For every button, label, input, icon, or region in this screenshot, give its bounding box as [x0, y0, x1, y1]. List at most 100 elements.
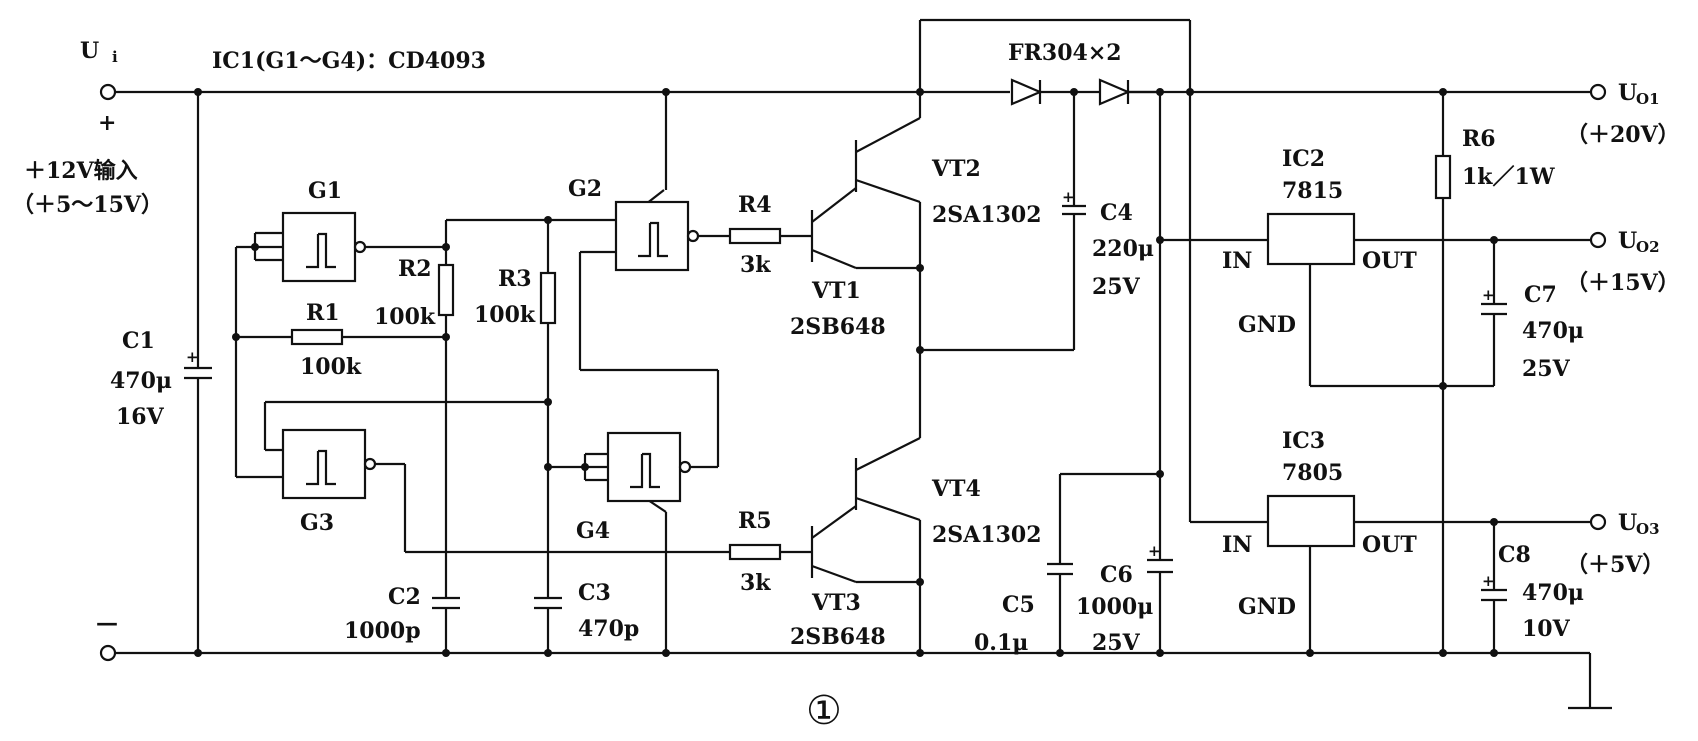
ic3-in: IN — [1222, 532, 1252, 558]
vt1-name: VT1 — [811, 278, 861, 304]
capacitor-c7: + C7 470μ 25V — [1481, 236, 1584, 386]
ic1-note: IC1(G1～G4)：CD4093 — [212, 48, 486, 74]
ic2-gnd: GND — [1238, 312, 1296, 338]
regulator-ic2: IC2 7815 IN OUT GND — [1160, 146, 1590, 388]
svg-text:+: + — [1482, 572, 1495, 590]
ic2-name: IC2 — [1282, 146, 1325, 172]
output-uo3: U O3 （＋5V） — [1566, 510, 1664, 578]
c3-name: C3 — [578, 580, 611, 606]
r1-name: R1 — [306, 300, 340, 326]
uo1-voltage: （＋20V） — [1566, 122, 1680, 148]
resistor-r5: R5 3k — [728, 508, 812, 596]
c8-value: 470μ — [1522, 580, 1584, 606]
c7-value: 470μ — [1522, 318, 1584, 344]
vt3-type: 2SB648 — [790, 624, 886, 650]
r6-name: R6 — [1462, 126, 1496, 152]
input-plus-sign: + — [98, 110, 116, 136]
svg-text:+: + — [1062, 188, 1075, 206]
g2-label: G2 — [568, 176, 602, 202]
c3-value: 470p — [578, 616, 639, 642]
c5-name: C5 — [1002, 592, 1035, 618]
c4-value: 220μ — [1092, 236, 1154, 262]
svg-text:+: + — [1148, 542, 1161, 560]
gate-g3: G3 — [281, 428, 377, 536]
r3-name: R3 — [498, 266, 532, 292]
c6-name: C6 — [1100, 562, 1133, 588]
vt2-name: VT2 — [931, 156, 981, 182]
c1-name: C1 — [122, 328, 155, 354]
input-minus-terminal[interactable] — [99, 644, 117, 662]
c5-value: 0.1μ — [974, 630, 1028, 656]
uo2-terminal[interactable] — [1589, 231, 1607, 249]
r1-value: 100k — [300, 354, 362, 380]
vt4-name: VT4 — [931, 476, 981, 502]
uo2-sub: O2 — [1636, 238, 1660, 256]
c1-value: 470μ — [110, 368, 172, 394]
ic2-out: OUT — [1362, 248, 1417, 274]
uo1-terminal[interactable] — [1589, 83, 1607, 101]
charge-pump: FR304×2 + C4 220μ 25V + C6 1000μ 25V C5 … — [918, 18, 1194, 657]
uo3-terminal[interactable] — [1589, 513, 1607, 531]
c6-value: 1000μ — [1076, 594, 1153, 620]
r5-name: R5 — [738, 508, 772, 534]
capacitor-c1: + C1 470μ 16V — [110, 88, 212, 657]
input-section: U i IC1(G1～G4)：CD4093 + ＋12V输入 （＋5～15V） … — [12, 38, 486, 662]
input-terminal-sub: i — [112, 48, 118, 66]
c8-name: C8 — [1498, 542, 1531, 568]
capacitor-c3: C3 470p — [532, 580, 639, 642]
ic3-out: OUT — [1362, 532, 1417, 558]
g3-label: G3 — [300, 510, 334, 536]
uo1-sub: O1 — [1636, 90, 1660, 108]
vt1-type: 2SB648 — [790, 314, 886, 340]
transistor-vt2: VT2 2SA1302 — [854, 92, 1042, 268]
svg-text:+: + — [186, 348, 199, 366]
c7-name: C7 — [1524, 282, 1557, 308]
gate-g1: G1 — [281, 178, 367, 283]
transistor-vt1: VT1 2SB648 — [790, 187, 920, 340]
capacitor-c8: + C8 470μ 10V — [1481, 518, 1584, 657]
uo3-label: U — [1618, 510, 1637, 536]
input-plus-terminal[interactable] — [99, 83, 117, 101]
r3-value: 100k — [474, 302, 536, 328]
uo2-voltage: （＋15V） — [1566, 270, 1680, 296]
r5-value: 3k — [740, 570, 771, 596]
r4-value: 3k — [740, 252, 771, 278]
g1-label: G1 — [308, 178, 342, 204]
ic2-in: IN — [1222, 248, 1252, 274]
svg-text:+: + — [1482, 286, 1495, 304]
c6-rating: 25V — [1092, 630, 1141, 656]
g4-label: G4 — [576, 518, 610, 544]
output-uo2: U O2 （＋15V） — [1566, 228, 1680, 296]
vt2-type: 2SA1302 — [932, 202, 1042, 228]
c2-value: 1000p — [344, 618, 421, 644]
gate-g2: G2 — [568, 176, 700, 272]
c1-rating: 16V — [116, 404, 165, 430]
resistor-r3: R3 100k — [474, 266, 557, 328]
gate-g4: G4 — [576, 431, 692, 544]
resistor-r2: R2 100k — [374, 256, 455, 330]
figure-number: ① — [806, 688, 842, 734]
regulator-ic3: IC3 7805 IN OUT GND — [1188, 92, 1590, 657]
uo2-label: U — [1618, 228, 1637, 254]
r2-name: R2 — [398, 256, 432, 282]
transistor-vt3: VT3 2SB648 — [790, 505, 920, 650]
vt4-type: 2SA1302 — [932, 522, 1042, 548]
vt3-name: VT3 — [811, 590, 861, 616]
c7-rating: 25V — [1522, 356, 1571, 382]
c2-name: C2 — [388, 584, 421, 610]
input-voltage-label: ＋12V输入 — [24, 158, 138, 184]
transistor-vt4: VT4 2SA1302 — [854, 88, 1042, 657]
c4-name: C4 — [1100, 200, 1133, 226]
uo3-sub: O3 — [1636, 520, 1660, 538]
output-uo1: U O1 （＋20V） — [1566, 80, 1680, 148]
r6-value: 1k／1W — [1462, 164, 1555, 190]
resistor-r6: R6 1k／1W — [1434, 88, 1555, 657]
input-range-label: （＋5～15V） — [12, 192, 163, 218]
ic3-name: IC3 — [1282, 428, 1325, 454]
c8-rating: 10V — [1522, 616, 1571, 642]
r2-value: 100k — [374, 304, 436, 330]
capacitor-c2: C2 1000p — [344, 584, 464, 644]
diodes-label: FR304×2 — [1008, 40, 1122, 66]
ic3-gnd: GND — [1238, 594, 1296, 620]
resistor-r4: R4 3k — [728, 192, 812, 278]
